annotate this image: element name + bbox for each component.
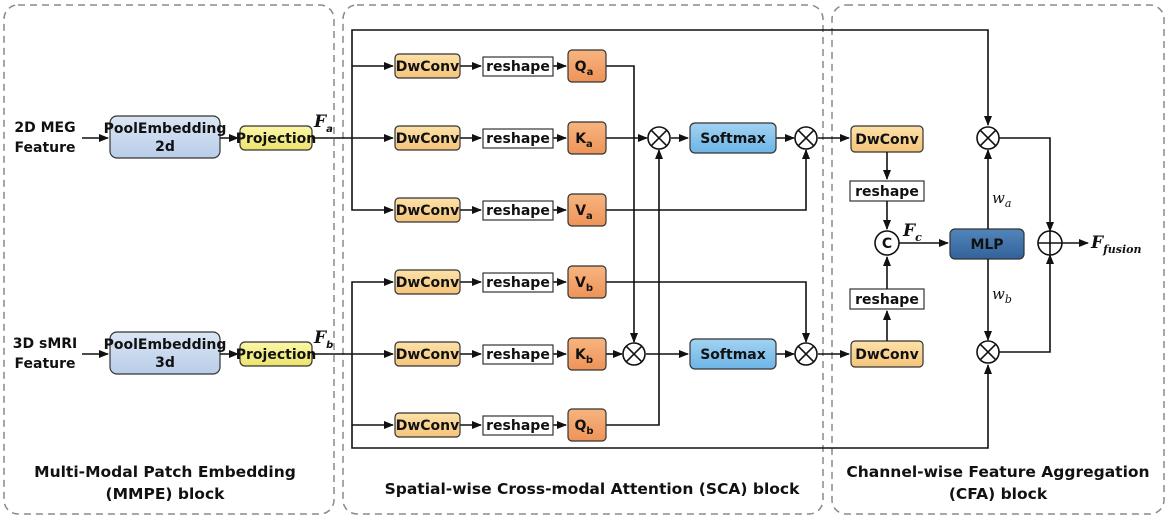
projection-a: Projection: [236, 125, 316, 151]
reshape-box: reshape: [482, 128, 554, 149]
cfa-block-outline: [831, 4, 1165, 515]
svg-text:Va: Va: [575, 203, 593, 222]
reshape-box: reshape: [482, 272, 554, 293]
fa-label: Fa: [313, 112, 333, 135]
vb-box: Vb: [567, 265, 607, 299]
svg-text:reshape: reshape: [486, 347, 550, 363]
dwconv-box: DwConv: [394, 412, 461, 438]
sca-block-outline: [342, 4, 824, 515]
svg-text:MLP: MLP: [970, 237, 1003, 253]
svg-text:Projection: Projection: [236, 131, 316, 147]
svg-text:reshape: reshape: [855, 292, 919, 308]
dwconv-box: DwConv: [850, 125, 924, 153]
sca-row-arrows: [460, 62, 567, 429]
reshape-box: reshape: [482, 344, 554, 365]
svg-text:Vb: Vb: [575, 275, 593, 294]
fc-label: Fc: [902, 221, 922, 244]
wa-label: wa: [992, 189, 1011, 210]
svg-text:DwConv: DwConv: [855, 347, 919, 363]
svg-text:DwConv: DwConv: [396, 59, 460, 75]
svg-text:reshape: reshape: [486, 131, 550, 147]
dwconv-box: DwConv: [850, 340, 924, 368]
svg-text:reshape: reshape: [486, 418, 550, 434]
softmax-box: Softmax: [689, 122, 777, 154]
mlp-box: MLP: [949, 228, 1025, 260]
svg-text:reshape: reshape: [486, 59, 550, 75]
dwconv-box: DwConv: [394, 125, 461, 151]
qb-box: Qb: [567, 408, 607, 442]
reshape-box: reshape: [482, 415, 554, 436]
reshape-box: reshape: [849, 180, 925, 202]
cfa-title: Channel-wise Feature Aggregation(CFA) bl…: [846, 463, 1149, 503]
svg-text:Softmax: Softmax: [700, 131, 766, 147]
dwconv-box: DwConv: [394, 197, 461, 223]
svg-text:Qb: Qb: [574, 418, 593, 437]
svg-text:DwConv: DwConv: [396, 347, 460, 363]
qa-box: Qa: [567, 49, 607, 83]
svg-text:Qa: Qa: [575, 59, 594, 78]
concat-icon: C: [874, 230, 900, 256]
svg-text:Projection: Projection: [236, 347, 316, 363]
svg-text:DwConv: DwConv: [855, 132, 919, 148]
multiply-icon: [794, 126, 818, 150]
svg-text:DwConv: DwConv: [396, 418, 460, 434]
svg-text:reshape: reshape: [486, 275, 550, 291]
projection-b: Projection: [236, 341, 316, 367]
fb-label: Fb: [313, 328, 333, 351]
va-box: Va: [567, 193, 607, 227]
multiply-icon: [794, 342, 818, 366]
multiply-icon: [647, 126, 671, 150]
softmax-box: Softmax: [689, 338, 777, 370]
svg-text:DwConv: DwConv: [396, 275, 460, 291]
multiply-icon: [976, 340, 1000, 364]
mmpe-block-outline: [3, 4, 335, 515]
add-icon: [1037, 230, 1063, 256]
svg-text:DwConv: DwConv: [396, 131, 460, 147]
svg-text:Softmax: Softmax: [700, 347, 766, 363]
svg-text:DwConv: DwConv: [396, 203, 460, 219]
reshape-box: reshape: [482, 200, 554, 221]
dwconv-box: DwConv: [394, 53, 461, 79]
ka-box: Ka: [567, 121, 607, 155]
reshape-box: reshape: [482, 56, 554, 77]
svg-text:Ka: Ka: [575, 131, 593, 150]
dwconv-box: DwConv: [394, 341, 461, 367]
dwconv-box: DwConv: [394, 269, 461, 295]
svg-text:reshape: reshape: [486, 203, 550, 219]
multiply-icon: [622, 342, 646, 366]
reshape-box: reshape: [849, 288, 925, 310]
ffusion-label: Ffusion: [1090, 233, 1142, 256]
mmpe-title: Multi-Modal Patch Embedding(MMPE) block: [34, 463, 296, 503]
multiply-icon: [976, 126, 1000, 150]
wb-label: wb: [992, 285, 1012, 306]
kb-box: Kb: [567, 337, 607, 371]
svg-text:Kb: Kb: [575, 347, 593, 366]
sca-title: Spatial-wise Cross-modal Attention (SCA)…: [385, 480, 801, 498]
svg-text:reshape: reshape: [855, 184, 919, 200]
svg-text:C: C: [882, 236, 892, 252]
